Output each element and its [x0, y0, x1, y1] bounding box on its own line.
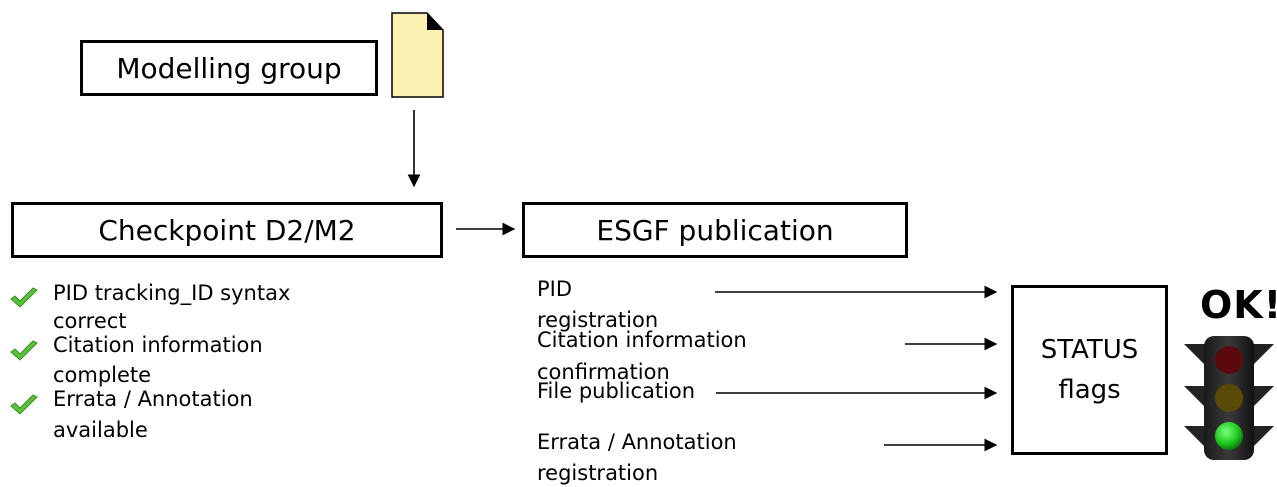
check-item-3-line1: Errata / Annotation [53, 387, 253, 411]
step-errata-line1: Errata / Annotation [537, 430, 737, 454]
status-label-line2: flags [1058, 375, 1121, 405]
checkmark-icon [10, 394, 38, 415]
checkmark-icon [10, 340, 38, 361]
check-item-2-line1: Citation information [53, 333, 263, 357]
step-errata-line2: registration [537, 461, 659, 485]
traffic-light-icon [1184, 336, 1274, 460]
modelling-group-label: Modelling group [116, 51, 342, 85]
check-item-2-line2: complete [53, 363, 152, 387]
document-icon [391, 12, 444, 98]
check-item-1-line2: correct [53, 309, 127, 333]
step-file-line1: File publication [537, 379, 696, 403]
step-pid-line1: PID [537, 277, 573, 301]
esgf-publication-label: ESGF publication [596, 213, 834, 247]
checkpoint-label: Checkpoint D2/M2 [98, 213, 356, 247]
check-item-3-line2: available [53, 418, 148, 442]
checkmark-icon [10, 287, 38, 308]
step-citation-line2: confirmation [537, 360, 670, 384]
step-pid-line2: registration [537, 308, 659, 332]
ok-label: OK! [1200, 283, 1277, 327]
check-item-1-line1: PID tracking_ID syntax [53, 281, 291, 305]
esgf-publication-box: ESGF publication [522, 202, 908, 258]
status-label-line1: STATUS [1040, 335, 1139, 365]
modelling-group-box: Modelling group [80, 40, 378, 96]
checkpoint-box: Checkpoint D2/M2 [11, 202, 443, 258]
status-flags-box: STATUS flags [1011, 285, 1168, 455]
step-citation-line1: Citation information [537, 328, 747, 352]
